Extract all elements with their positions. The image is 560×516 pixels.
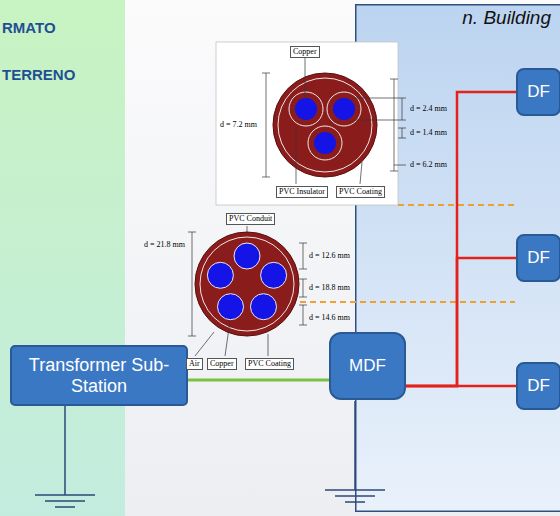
pvc-insulator — [327, 92, 361, 126]
pvc-coating — [273, 73, 377, 177]
inner-ring — [278, 78, 372, 172]
part-label: Copper — [207, 358, 237, 370]
box-label: DF — [527, 376, 550, 396]
dimension-line — [299, 305, 307, 325]
copper-conductor — [333, 98, 355, 120]
dimension-label: d = 12.6 mm — [309, 251, 350, 261]
dimension-line — [355, 98, 406, 120]
riser-cable — [406, 258, 516, 386]
section-title: RMATO — [2, 19, 56, 38]
dimension-label: d = 18.8 mm — [309, 283, 350, 293]
dimension-lines — [188, 226, 307, 356]
part-label: PVC Coating — [336, 186, 385, 198]
copper-conductor — [234, 243, 260, 269]
copper-conductor — [218, 294, 244, 320]
part-label: PVC Coating — [245, 358, 294, 370]
cable-section-large — [188, 226, 307, 356]
leader-line — [225, 321, 230, 356]
dimension-label: d = 14.6 mm — [309, 313, 350, 323]
riser-cable — [406, 92, 516, 386]
distribution-frame: DF — [516, 68, 560, 116]
copper-conductor — [295, 98, 317, 120]
leader-line — [296, 126, 297, 184]
riser-cable — [406, 385, 516, 388]
picture-frame — [216, 42, 398, 205]
dimension-label: d = 21.8 mm — [144, 240, 185, 250]
part-label: Copper — [290, 46, 320, 58]
cable-section-small — [216, 42, 406, 205]
section-line — [300, 301, 515, 303]
dimension-label: d = 7.2 mm — [220, 120, 257, 130]
dimension-line — [188, 232, 196, 336]
building-outline: n. BuildingDFDFMDFDF — [355, 4, 560, 512]
main-distribution-frame: MDF — [329, 332, 406, 400]
copper-conductor — [261, 262, 287, 288]
ground-symbols — [35, 401, 385, 507]
dimension-line — [299, 279, 307, 297]
dimension-line — [390, 79, 406, 171]
leader-line — [195, 332, 214, 356]
dimension-label: d = 6.2 mm — [410, 160, 447, 170]
leader-line — [360, 162, 362, 184]
part-label: PVC Insulator — [276, 186, 328, 198]
pvc-conduit — [195, 232, 299, 336]
box-label: DF — [527, 248, 550, 268]
dimension-line — [262, 73, 270, 177]
dimension-line — [299, 243, 307, 269]
leader-line — [305, 58, 306, 98]
building-heading: n. Building — [462, 7, 551, 29]
section-marker — [300, 205, 515, 302]
copper-conductor — [207, 262, 233, 288]
pvc-insulator — [289, 92, 323, 126]
dimension-label: d = 1.4 mm — [410, 128, 447, 138]
power-feed-line — [188, 379, 329, 382]
box-label: MDF — [349, 356, 386, 376]
section-title: TERRENO — [2, 66, 75, 85]
copper-conductor — [314, 132, 336, 154]
part-label: PVC Conduit — [226, 213, 275, 225]
leader-line — [247, 226, 248, 232]
side-panel — [0, 0, 125, 516]
distribution-frame: DF — [516, 234, 560, 282]
substation-box: Transformer Sub-Station — [10, 345, 188, 406]
leader-line — [268, 334, 269, 356]
dimension-label: d = 2.4 mm — [410, 104, 447, 114]
copper-conductor — [251, 294, 277, 320]
ground-symbol — [35, 406, 95, 507]
pvc-insulator — [308, 126, 342, 160]
distribution-frame: DF — [516, 362, 560, 410]
ground-symbol — [325, 401, 385, 502]
inner-ring — [200, 237, 294, 331]
part-label: Air — [186, 358, 203, 370]
box-label: DF — [527, 82, 550, 102]
dimension-line — [398, 128, 406, 138]
box-label: Transformer Sub-Station — [16, 355, 182, 396]
dimension-lines — [262, 58, 406, 184]
